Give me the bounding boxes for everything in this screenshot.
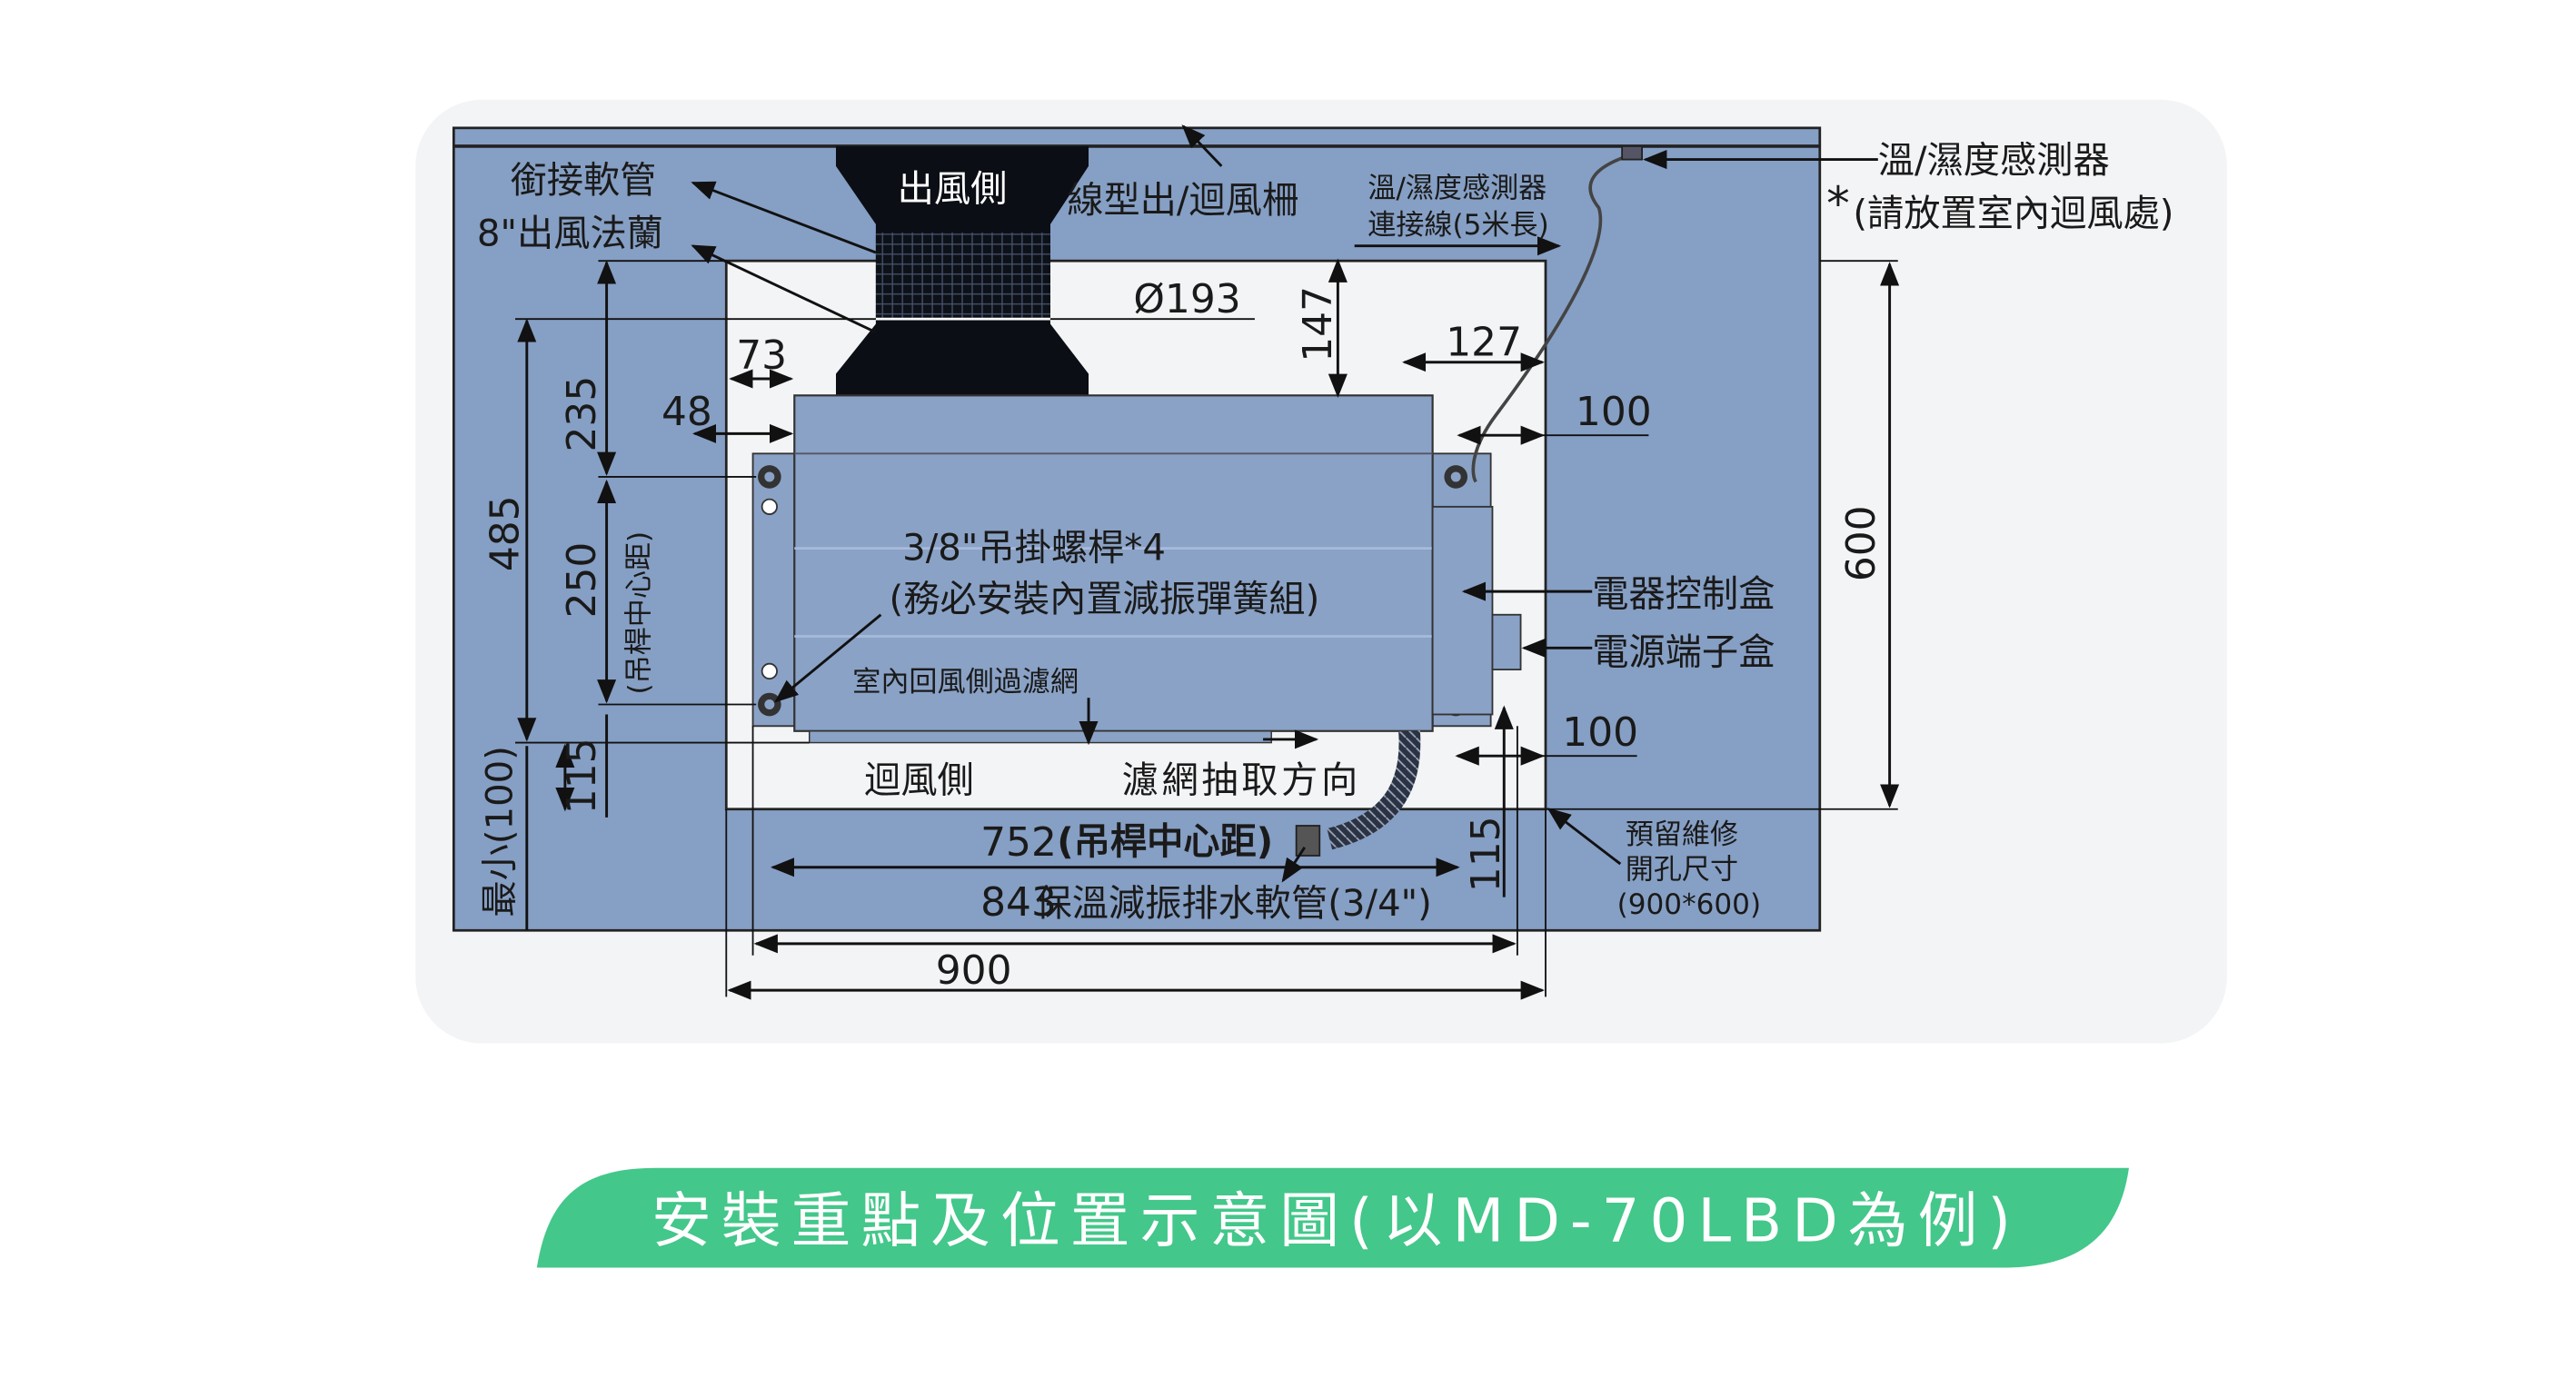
opening-label-1: 預留維修 — [1626, 818, 1738, 851]
dim-235: 235 — [559, 376, 605, 452]
linear-grille-label: 線型出/迴風柵 — [1067, 180, 1298, 222]
dim-250: 250 — [559, 542, 605, 619]
sensor-cable — [1471, 153, 1633, 483]
dim-73: 73 — [736, 332, 787, 379]
dim-diameter: Ø193 — [1133, 276, 1240, 322]
dim-100-bottom: 100 — [1562, 709, 1638, 756]
outlet-flange-label: 8"出風法蘭 — [477, 213, 663, 255]
hanger-rod-label: 3/8"吊掛螺桿*4 — [902, 527, 1166, 569]
sensor-icon — [1621, 145, 1643, 161]
sensor-cable-label: 溫/濕度感測器 — [1368, 173, 1547, 205]
sensor-star: * — [1826, 176, 1850, 231]
opening-size-label: (900*600) — [1617, 888, 1761, 921]
spring-note-label: (務必安裝內置減振彈簧組) — [890, 579, 1320, 620]
hanger-center-vertical-label: (吊桿中心距) — [622, 531, 655, 695]
flex-duct-label: 銜接軟管 — [511, 160, 657, 202]
outlet-side-label: 出風側 — [898, 168, 1008, 210]
filter-direction-label: 濾網抽取方向 — [1122, 759, 1361, 801]
outlet-duct — [836, 145, 1089, 396]
indoor-unit — [751, 394, 1522, 744]
dim-115-right: 115 — [1463, 816, 1509, 892]
leader-lines — [691, 124, 1878, 883]
dim-900: 900 — [936, 947, 1012, 994]
dimension-lines — [515, 258, 1900, 1000]
dim-485: 485 — [482, 495, 529, 571]
dim-127: 127 — [1446, 319, 1522, 365]
sensor-placement-label: (請放置室內迴風處) — [1853, 193, 2173, 235]
opening-label-2: 開孔尺寸 — [1626, 854, 1738, 887]
title-banner — [536, 1167, 2129, 1268]
dim-752-note: (吊桿中心距) — [1057, 821, 1273, 863]
dim-100-top: 100 — [1576, 389, 1652, 435]
min-clearance-label: 最小(100) — [479, 746, 521, 917]
dim-115-left: 115 — [559, 738, 605, 814]
return-side-label: 迴風側 — [864, 759, 974, 801]
dim-752: 752 — [980, 819, 1057, 866]
sensor-label: 溫/濕度感測器 — [1878, 140, 2110, 182]
drain-hose-label: 保溫減振排水軟管(3/4") — [1035, 883, 1431, 925]
control-box-label: 電器控制盒 — [1592, 574, 1775, 616]
filter-label: 室內回風側過濾網 — [852, 666, 1079, 699]
dim-48: 48 — [661, 389, 712, 435]
banner-title: 安裝重點及位置示意圖(以MD-70LBD為例) — [651, 1185, 2021, 1255]
dim-600: 600 — [1838, 505, 1885, 581]
sensor-cable-length-label: 連接線(5米長) — [1368, 209, 1548, 242]
terminal-box-label: 電源端子盒 — [1592, 632, 1775, 674]
dim-147: 147 — [1295, 286, 1341, 362]
drain-hose — [1327, 729, 1421, 850]
dim-843: 843 — [980, 879, 1057, 926]
